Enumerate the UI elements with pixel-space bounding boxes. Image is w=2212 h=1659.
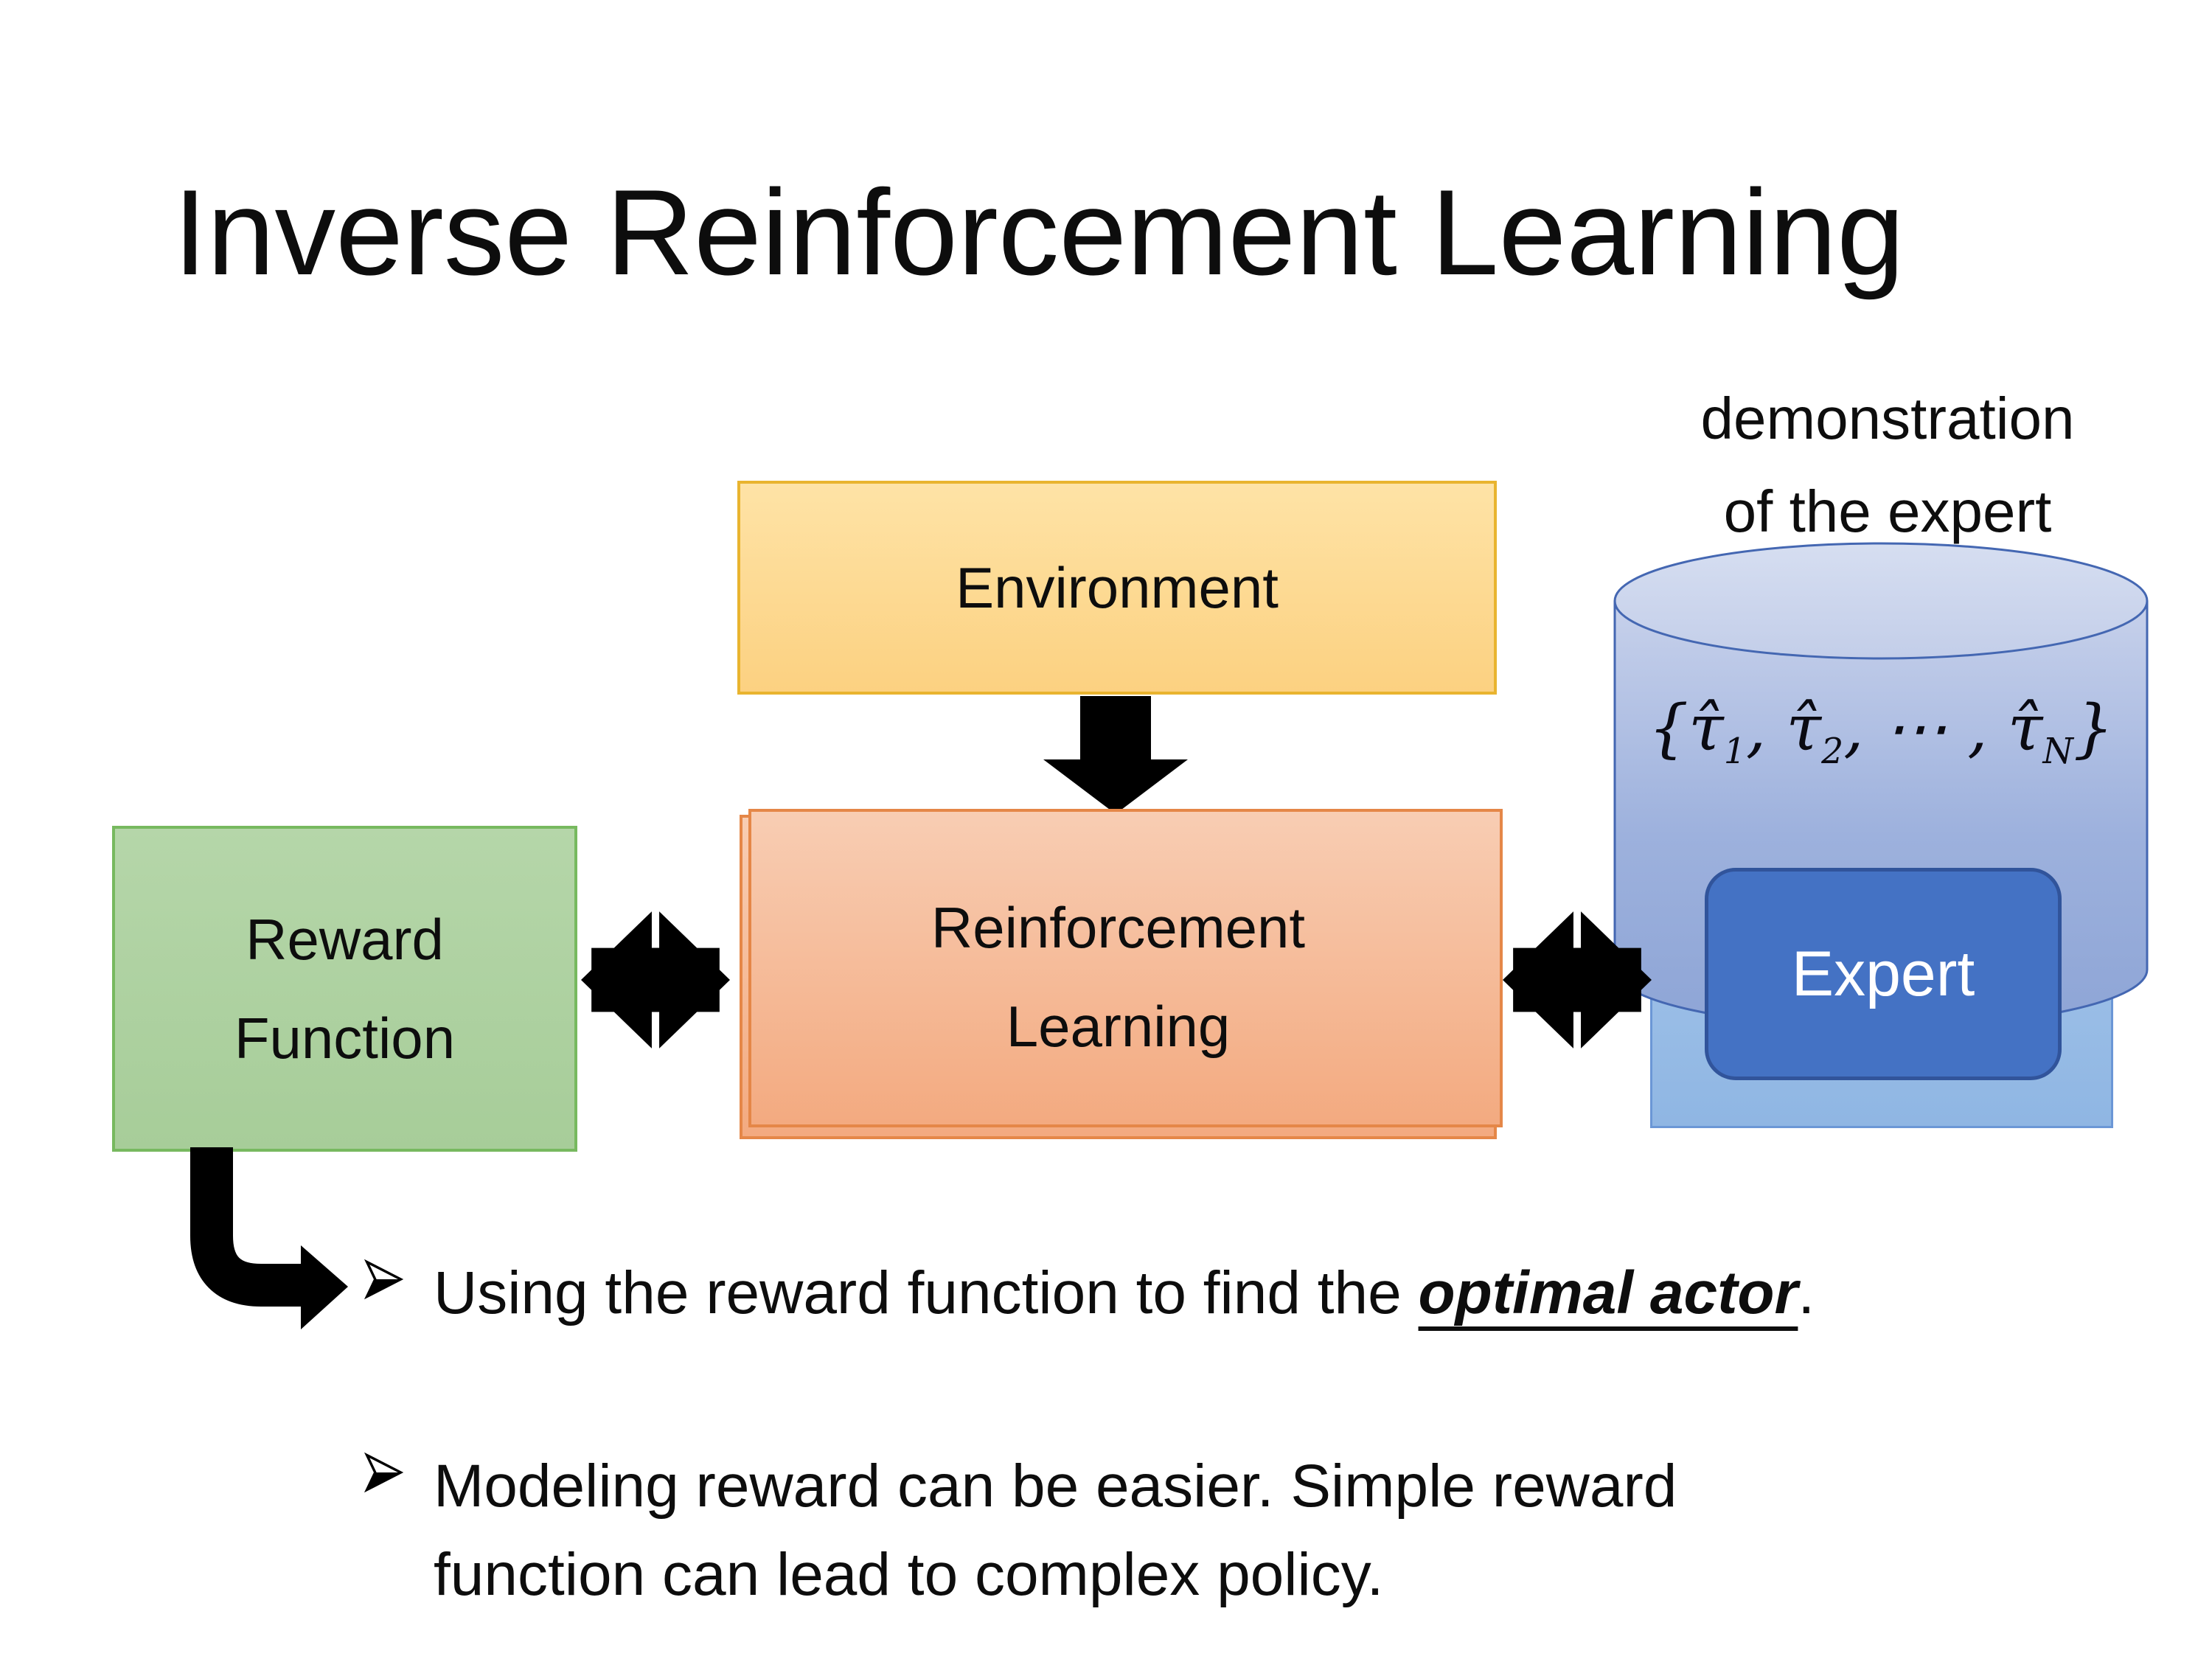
bullet-item-1: Using the reward function to find the op… bbox=[434, 1249, 1815, 1338]
bullet-2-line1: Modeling reward can be easier. Simple re… bbox=[434, 1453, 1677, 1520]
reward-function-label-line1: Reward bbox=[246, 906, 444, 972]
formula-tau1: τ̂ bbox=[1688, 692, 1724, 765]
exchange-arrow-right-icon bbox=[1503, 911, 1652, 1048]
formula-sub1: 1 bbox=[1723, 731, 1746, 773]
formula-open-brace: { bbox=[1648, 692, 1689, 765]
formula-dots: , ⋯ , bbox=[1843, 692, 2008, 765]
formula-comma1: , bbox=[1745, 692, 1787, 765]
demonstration-caption-line2: of the expert bbox=[1723, 479, 2052, 545]
demonstration-caption-line1: demonstration bbox=[1700, 386, 2075, 451]
elbow-arrow-icon bbox=[190, 1147, 348, 1329]
environment-box: Environment bbox=[737, 481, 1497, 695]
bullet-1-text: Using the reward function to find the bbox=[434, 1259, 1419, 1326]
bullet-1-emphasis: optimal actor bbox=[1418, 1259, 1798, 1326]
formula-tauN: τ̂ bbox=[2007, 692, 2043, 765]
bullet-arrow-icon bbox=[364, 1259, 404, 1300]
expert-box: Expert bbox=[1705, 868, 2062, 1080]
bullet-2-line2: function can lead to complex policy. bbox=[434, 1540, 1384, 1608]
environment-label: Environment bbox=[956, 554, 1279, 620]
reinforcement-learning-label-line2: Learning bbox=[1006, 994, 1231, 1059]
formula-close-brace: } bbox=[2073, 692, 2114, 765]
expert-label: Expert bbox=[1791, 938, 1975, 1009]
bullet-arrow-icon bbox=[364, 1452, 404, 1493]
reinforcement-learning-box: Reinforcement Learning bbox=[740, 809, 1503, 1139]
reinforcement-learning-label-line1: Reinforcement bbox=[931, 894, 1306, 960]
arrow-down-icon bbox=[1043, 696, 1188, 814]
formula-sub2: 2 bbox=[1821, 731, 1844, 773]
bullet-1-period: . bbox=[1798, 1259, 1815, 1326]
demonstration-caption: demonstration of the expert bbox=[1585, 372, 2190, 559]
formula-tau2: τ̂ bbox=[1786, 692, 1822, 765]
reward-function-box: Reward Function bbox=[112, 826, 577, 1152]
exchange-arrow-left-icon bbox=[581, 911, 730, 1048]
trajectory-set-formula: {τ̂1, τ̂2, ⋯ , τ̂N} bbox=[1612, 692, 2150, 772]
reward-function-label-line2: Function bbox=[234, 1006, 456, 1071]
bullet-item-2: Modeling reward can be easier. Simple re… bbox=[434, 1442, 1677, 1618]
slide-title: Inverse Reinforcement Learning bbox=[173, 164, 1905, 300]
formula-subN: N bbox=[2042, 731, 2073, 773]
